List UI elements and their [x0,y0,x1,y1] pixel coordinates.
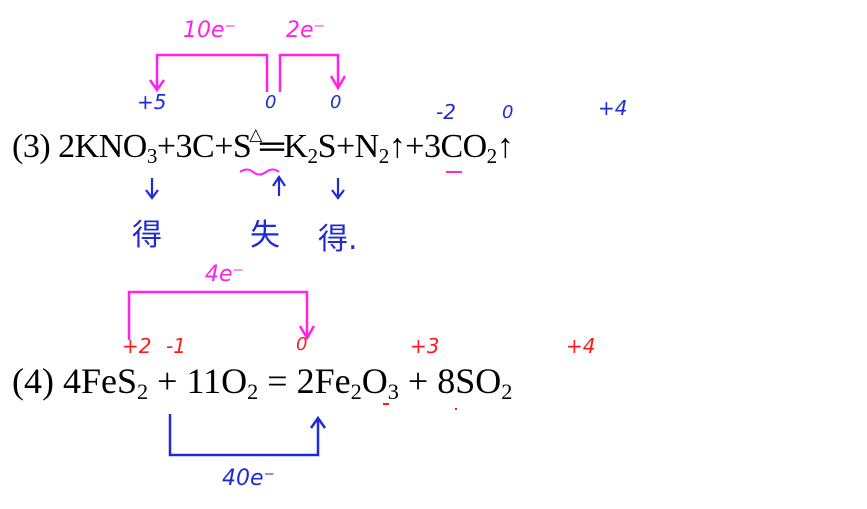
heat-triangle-icon: △ [249,125,262,144]
oxidation-state-o2: 0 [296,334,308,355]
wavy-underline-c [239,168,280,176]
electron-transfer-4e-label: 4e⁻ [205,262,245,287]
oxidation-state-so2: +4 [566,334,596,358]
oxidation-state-n2: 0 [502,102,514,123]
eq3-part: K [283,128,308,165]
oxidation-state-fe2o3: +3 [410,334,440,358]
arrowhead-40e [309,415,327,429]
eq4-subscript: 2 [501,379,513,405]
bracket-2e [278,53,340,92]
oxidation-state-k2s: -2 [436,100,456,124]
bracket-40e [168,414,320,457]
oxidation-state-co2: +4 [598,96,628,120]
gain-label-n: 得 [132,218,162,253]
arrow-down-n [145,178,159,200]
eq4-subscript: 2 [247,379,259,405]
eq3-subscript: 2 [378,143,390,168]
eq3-part: +3C+S [156,128,252,165]
eq4-subscript: 2 [137,379,149,405]
oxidation-state-s-in-fes2: -1 [166,334,186,358]
gain-label-s: 得. [318,222,358,257]
heating-equals-sign: △═ [249,125,284,165]
eq4-part: = 2Fe [258,361,351,401]
eq4-part: O [361,361,388,401]
electron-transfer-2e-label: 2e⁻ [286,18,326,43]
arrow-down-s [331,178,345,200]
eq4-part: (4) 4FeS [12,361,137,401]
bracket-10e [155,53,269,92]
bracket-4e [127,290,309,340]
arrowhead-10e [148,79,166,93]
arrow-up-c [272,175,286,196]
oxidation-state-n: +5 [137,90,167,114]
oxidation-state-c: 0 [265,92,277,113]
eq3-part: (3) 2KNO [12,128,147,165]
oxidation-state-fe: +2 [122,334,152,358]
eq4-part: + 8SO [398,361,502,401]
eq3-subscript: 2 [486,143,498,168]
equation-4: (4) 4FeS2 + 11O2 = 2Fe2O3 + 8SO2 [12,360,513,405]
electron-transfer-40e-label: 40e⁻ [222,466,276,491]
eq4-part: + 11O [148,361,248,401]
lose-label-c: 失 [250,218,280,253]
eq3-part: ↑+3CO [388,128,487,165]
equation-3: (3) 2KNO3+3C+S△═K2S+N2↑+3CO2↑ [12,125,514,168]
gas-arrow: ↑ [496,128,514,165]
electron-transfer-10e-label: 10e⁻ [183,18,237,43]
arrowhead-2e [329,75,347,91]
eq3-subscript: 3 [146,143,158,168]
oxidation-state-s: 0 [330,92,342,113]
eq3-part: S+N [317,128,380,165]
eq4-subscript: 3 [387,379,399,405]
eq3-subscript: 2 [307,143,319,168]
eq4-subscript: 2 [350,379,362,405]
